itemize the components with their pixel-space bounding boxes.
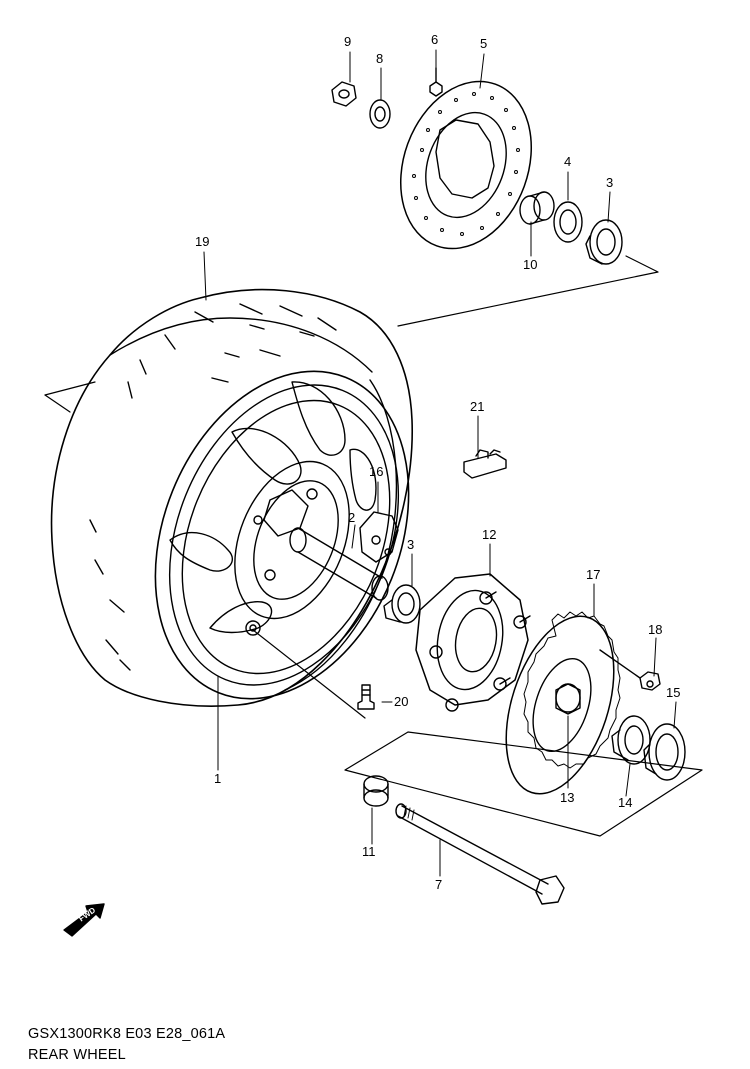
balance-weight (463, 449, 507, 479)
axle-washer (369, 99, 391, 129)
sprocket-nut (599, 649, 661, 691)
cush-damper (359, 511, 399, 563)
fwd-arrow-icon (63, 903, 105, 937)
callout-6: 6 (431, 32, 439, 47)
callout-2: 2 (348, 510, 356, 525)
callout-5: 5 (480, 36, 488, 51)
spacer-11 (363, 775, 389, 807)
callout-15: 15 (666, 685, 681, 700)
callout-10: 10 (523, 257, 538, 272)
callout-12: 12 (482, 527, 497, 542)
callout-9: 9 (344, 34, 352, 49)
callout-3-upper: 3 (606, 175, 614, 190)
callout-20: 20 (394, 694, 409, 709)
diagram-title: REAR WHEEL (28, 1047, 126, 1063)
oil-seal (643, 723, 686, 781)
callout-18: 18 (648, 622, 663, 637)
callout-19: 19 (195, 234, 210, 249)
leader-lines (203, 49, 677, 877)
rear-tire (50, 288, 414, 707)
rear-sprocket (505, 611, 621, 795)
bearing-lower (383, 584, 421, 624)
callout-16: 16 (369, 464, 384, 479)
spacer-10 (519, 191, 555, 225)
oil-seal-4 (553, 201, 583, 243)
sprocket-carrier (415, 573, 531, 712)
assembly-lines (44, 255, 703, 837)
rear-axle (395, 803, 565, 905)
spacer-tube (289, 527, 389, 601)
callout-21: 21 (470, 399, 485, 414)
callout-14: 14 (618, 795, 633, 810)
callout-4: 4 (564, 154, 572, 169)
bearing-upper (585, 219, 623, 265)
brake-disc (399, 80, 533, 250)
callout-8: 8 (376, 51, 384, 66)
callout-1: 1 (214, 771, 222, 786)
callout-17: 17 (586, 567, 601, 582)
callout-11: 11 (362, 844, 376, 859)
callout-7: 7 (435, 877, 443, 892)
callout-13: 13 (560, 790, 575, 805)
diagram-code: GSX1300RK8 E03 E28_061A (28, 1026, 226, 1042)
disc-bolt (429, 67, 443, 97)
air-valve (357, 684, 375, 710)
axle-nut (331, 81, 357, 107)
callout-3-lower: 3 (407, 537, 415, 552)
